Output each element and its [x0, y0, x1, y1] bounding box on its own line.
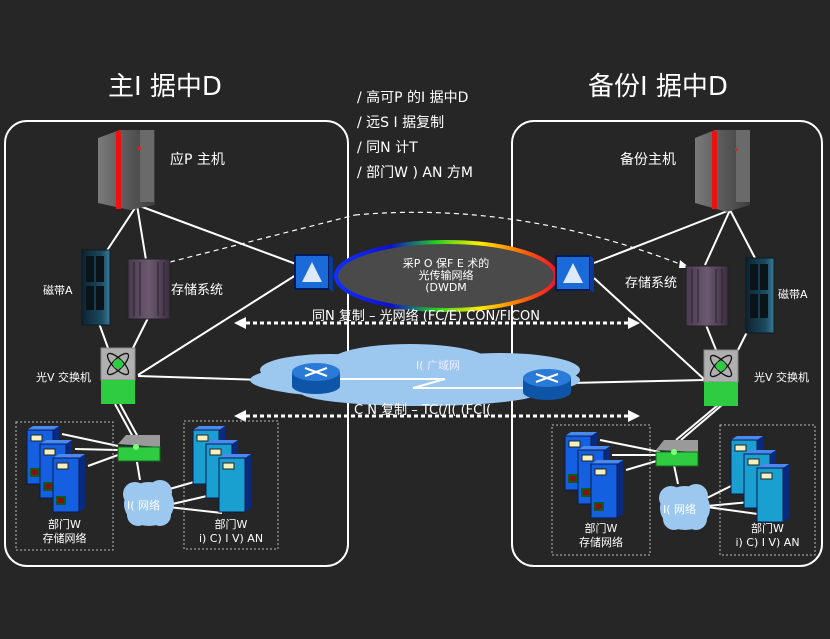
primary-storage-array — [127, 258, 171, 320]
async-replication-arrow — [234, 410, 640, 422]
primary-switch-label: 光V 交换机 — [36, 371, 92, 384]
backup-san-group-box — [551, 424, 651, 556]
primary-ip-network-label: I( 网络 — [127, 499, 161, 512]
backup-nas-label: 部门W i) C) I V) AN — [720, 522, 815, 550]
primary-san-group-box — [15, 421, 114, 551]
backup-nas-label-line1: 部门W — [751, 522, 784, 535]
backup-fc-director — [703, 349, 739, 406]
dwdm-label-line3: (DWDM — [425, 281, 467, 294]
primary-san-label-line1: 部门W — [48, 518, 81, 531]
backup-nas-label-line2: i) C) I V) AN — [735, 536, 800, 549]
primary-nas-server — [218, 454, 251, 513]
primary-fc-director — [100, 347, 136, 404]
primary-san-label: 部门W 存储网络 — [16, 518, 113, 546]
backup-wan-router — [523, 369, 571, 400]
feature-bullet: / 部门W ) AN 方M — [357, 165, 473, 181]
primary-san-server — [52, 454, 85, 513]
backup-datacenter-frame — [511, 120, 823, 567]
feature-bullet: / 同N 计T — [357, 140, 418, 156]
sync-replication-arrow — [234, 317, 640, 329]
backup-dwdm-device — [555, 255, 594, 293]
backup-connections — [569, 209, 766, 516]
backup-san-label: 部门W 存储网络 — [552, 522, 650, 550]
backup-tape-label: 磁带A — [778, 288, 808, 301]
primary-ip-cloud — [123, 480, 174, 526]
dwdm-label: 采P O 保F E 术的 光传输网络 (DWDM — [376, 258, 516, 294]
wan-link — [340, 378, 528, 389]
backup-storage-array — [685, 265, 729, 327]
backup-nas-server — [756, 464, 789, 523]
feature-bullet-list: / 高可P 的I 据中D / 远S I 据复制 / 同N 计T / 部门W ) … — [357, 86, 473, 186]
primary-nas-label: 部门W i) C) I V) AN — [184, 518, 278, 546]
primary-nas-label-line1: 部门W — [214, 518, 248, 531]
wan-label: I( 广域网 — [416, 359, 461, 372]
primary-connections — [61, 204, 297, 514]
primary-host-label: 应P 主机 — [170, 152, 225, 168]
primary-dwdm-device — [294, 254, 333, 292]
async-replication-label: C N 复制 – TC(/I( (FCI( — [354, 403, 492, 418]
backup-tape-library — [745, 257, 775, 334]
backup-switch-label: 光V 交换机 — [754, 371, 810, 384]
primary-datacenter-frame — [4, 120, 349, 567]
backup-storage-label: 存储系统 — [625, 276, 678, 291]
primary-mainframe — [98, 130, 155, 210]
backup-san-server — [590, 460, 623, 519]
primary-datacenter-title: 主I 据中D — [108, 72, 222, 102]
primary-lan-switch — [117, 435, 161, 462]
feature-bullet: / 高可P 的I 据中D — [357, 90, 469, 106]
primary-wan-router — [292, 363, 340, 394]
backup-host-label: 备份主机 — [620, 152, 676, 168]
primary-tape-library — [81, 249, 111, 326]
backup-mainframe — [695, 130, 750, 212]
dwdm-label-line2: 光传输网络 — [418, 269, 474, 282]
backup-datacenter-title: 备份I 据中D — [588, 72, 728, 102]
feature-bullet: / 远S I 据复制 — [357, 115, 445, 131]
dwdm-label-line1: 采P O 保F E 术的 — [402, 257, 490, 270]
backup-ip-cloud — [659, 484, 710, 530]
primary-storage-label: 存储系统 — [171, 283, 224, 298]
backup-nas-group-box — [719, 424, 816, 556]
backup-lan-switch — [655, 440, 699, 467]
backup-san-label-line1: 部门W — [584, 522, 618, 535]
primary-san-label-line2: 存储网络 — [42, 532, 87, 545]
backup-ip-network-label: I( 网络 — [663, 503, 697, 516]
replication-arc-dashed — [354, 211, 691, 269]
primary-tape-label: 磁带A — [43, 284, 73, 297]
async-link-dashed — [169, 214, 356, 263]
sync-replication-label: 同N 复制 – 光网络 (FC/E) CON/FICON — [312, 309, 540, 324]
backup-san-label-line2: 存储网络 — [579, 536, 623, 549]
primary-nas-label-line2: i) C) I V) AN — [198, 532, 264, 545]
primary-nas-group-box — [183, 420, 279, 550]
